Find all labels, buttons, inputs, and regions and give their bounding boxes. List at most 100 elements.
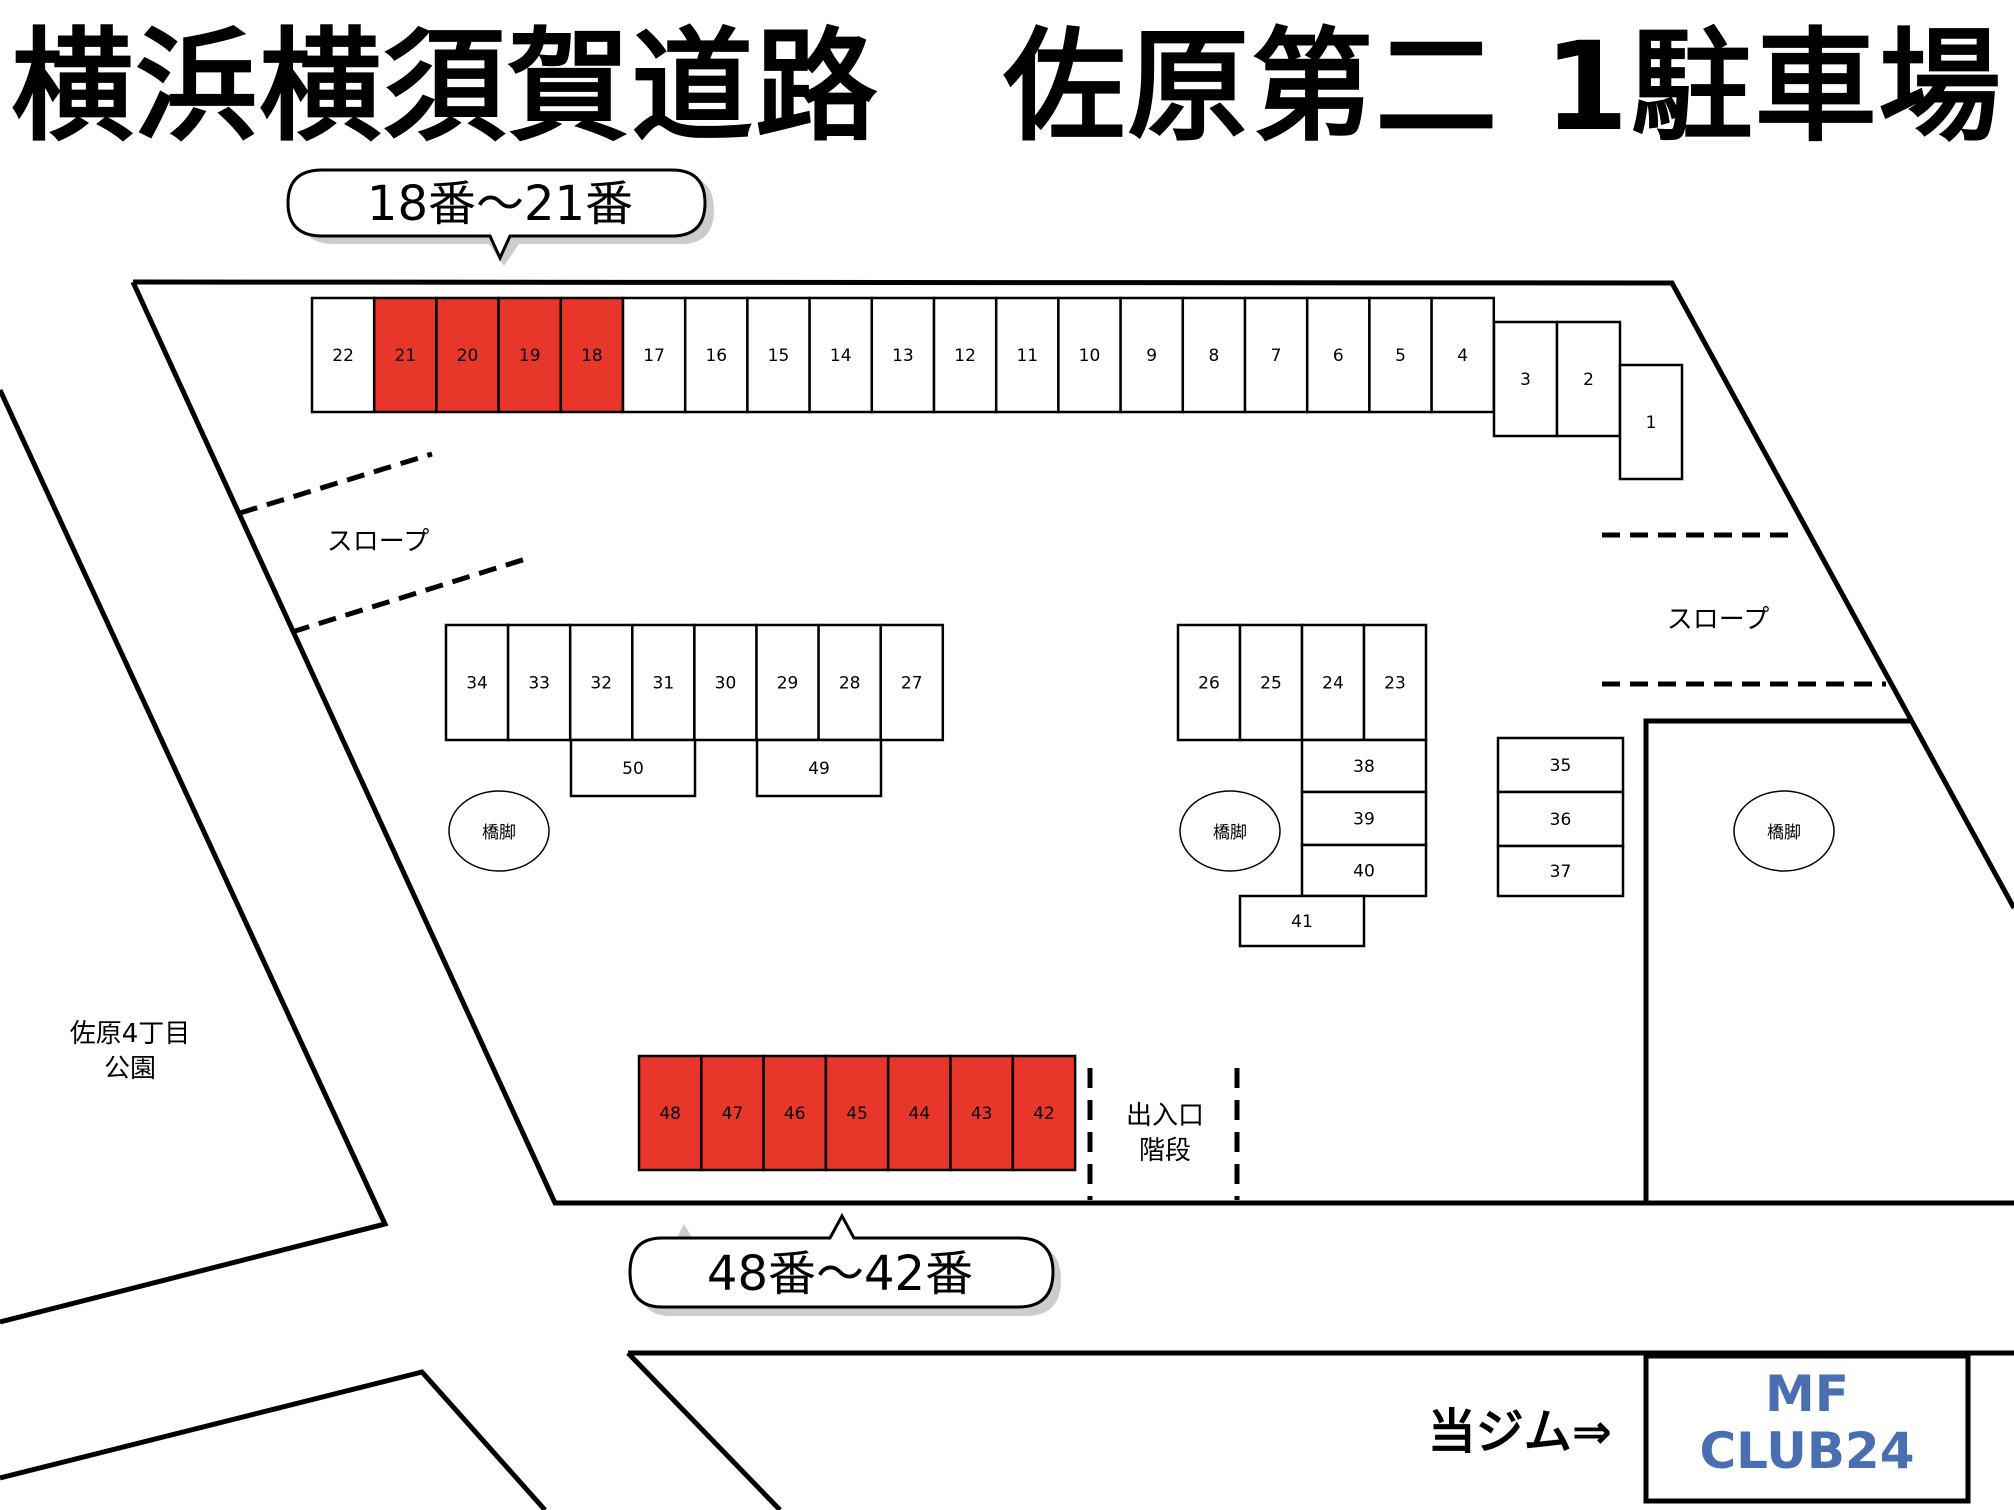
parking-space-number: 31 — [653, 674, 675, 694]
parking-space-45: 45 — [824, 1054, 890, 1172]
parking-space-number: 27 — [901, 674, 923, 694]
parking-space-number: 46 — [784, 1104, 806, 1124]
parking-space-box — [949, 1054, 1015, 1172]
parking-space-number: 44 — [909, 1104, 931, 1124]
parking-space-box — [1300, 843, 1428, 898]
parking-space-number: 9 — [1146, 346, 1157, 366]
parking-space-number: 17 — [643, 346, 665, 366]
parking-space-20: 20 — [435, 296, 500, 414]
pillar-label-3: 橋脚 — [1767, 823, 1801, 843]
parking-space-box — [506, 623, 572, 742]
parking-space-box — [444, 623, 510, 742]
parking-space-2: 2 — [1555, 320, 1622, 438]
slope-right-label: スロープ — [1667, 605, 1769, 635]
parking-space-40: 40 — [1300, 843, 1428, 898]
parking-space-10: 10 — [1057, 296, 1122, 414]
parking-space-box — [1305, 296, 1371, 414]
gym-box — [1643, 1353, 1971, 1504]
parking-space-number: 35 — [1550, 756, 1572, 776]
parking-space-number: 45 — [846, 1104, 868, 1124]
parking-space-box — [886, 1054, 952, 1172]
parking-space-box — [879, 623, 945, 742]
parking-space-box — [631, 623, 696, 742]
parking-space-number: 13 — [892, 346, 914, 366]
parking-space-17: 17 — [621, 296, 687, 414]
parking-space-box — [1011, 1054, 1077, 1172]
callout-bottom-shape — [628, 1212, 1055, 1309]
road-bottom-diag — [626, 1351, 782, 1510]
pillars — [448, 790, 1835, 872]
parking-space-3: 3 — [1492, 320, 1559, 438]
parking-space-46: 46 — [762, 1054, 828, 1172]
parking-space-box — [568, 623, 634, 742]
parking-space-box — [372, 296, 438, 414]
parking-space-6: 6 — [1305, 296, 1371, 414]
parking-space-number: 47 — [722, 1104, 744, 1124]
parking-space-1: 1 — [1618, 363, 1684, 481]
parking-space-number: 32 — [590, 674, 612, 694]
parking-space-number: 23 — [1384, 674, 1406, 694]
gym-pointer-label: 当ジム⇒ — [1428, 1404, 1612, 1460]
parking-space-30: 30 — [693, 623, 758, 742]
parking-space-47: 47 — [700, 1054, 765, 1172]
parking-space-28: 28 — [817, 623, 882, 742]
parking-space-16: 16 — [683, 296, 749, 414]
parking-space-number: 4 — [1457, 346, 1468, 366]
callout-top-shape — [286, 168, 707, 262]
pillar-label-2: 橋脚 — [1213, 823, 1247, 843]
pillar-circle-3 — [1733, 790, 1835, 872]
parking-space-number: 42 — [1033, 1104, 1055, 1124]
map-labels: スロープ スロープ 橋脚 橋脚 橋脚 佐原4丁目 公園 出入口 階段 — [70, 527, 1801, 1166]
parking-space-49: 49 — [755, 738, 883, 798]
parking-space-23: 23 — [1362, 623, 1428, 742]
parking-space-number: 37 — [1550, 862, 1572, 882]
parking-space-12: 12 — [932, 296, 998, 414]
parking-space-43: 43 — [949, 1054, 1015, 1172]
gym-name-line2: CLUB24 — [1699, 1422, 1914, 1480]
parking-space-number: 6 — [1333, 346, 1344, 366]
parking-space-box — [621, 296, 687, 414]
parking-space-number: 26 — [1198, 674, 1220, 694]
gym: 当ジム⇒ MF CLUB24 — [1428, 1353, 1971, 1504]
parking-space-number: 8 — [1208, 346, 1219, 366]
parking-space-34: 34 — [444, 623, 510, 742]
parking-space-number: 11 — [1016, 346, 1038, 366]
parking-space-box — [755, 738, 883, 798]
parking-space-31: 31 — [631, 623, 696, 742]
parking-space-29: 29 — [755, 623, 820, 742]
parking-space-number: 10 — [1079, 346, 1101, 366]
parking-space-7: 7 — [1243, 296, 1309, 414]
parking-space-box — [1238, 623, 1304, 742]
parking-space-33: 33 — [506, 623, 572, 742]
parking-space-number: 21 — [394, 346, 416, 366]
parking-space-21: 21 — [372, 296, 438, 414]
parking-space-number: 25 — [1260, 674, 1282, 694]
parking-space-number: 50 — [622, 759, 644, 779]
parking-space-box — [808, 296, 874, 414]
parking-space-number: 36 — [1550, 810, 1572, 830]
slope-lines — [239, 451, 1886, 687]
parking-space-box — [569, 738, 697, 798]
parking-space-number: 18 — [581, 346, 603, 366]
parking-space-number: 43 — [971, 1104, 993, 1124]
parking-space-number: 40 — [1353, 862, 1375, 882]
slope-left-line-bottom — [291, 554, 533, 635]
parking-space-number: 7 — [1271, 346, 1282, 366]
parking-space-box — [817, 623, 882, 742]
parking-space-box — [310, 296, 376, 414]
parking-space-number: 19 — [519, 346, 541, 366]
callout-bottom-label: 48番〜42番 — [707, 1246, 973, 1302]
road-left-edge — [0, 388, 389, 1325]
parking-space-42: 42 — [1011, 1054, 1077, 1172]
parking-space-24: 24 — [1300, 623, 1366, 742]
parking-space-box — [1057, 296, 1122, 414]
entrance-label-line1: 出入口 — [1126, 1101, 1204, 1131]
parking-space-number: 14 — [830, 346, 852, 366]
parking-space-number: 38 — [1353, 757, 1375, 777]
parking-space-39: 39 — [1300, 790, 1428, 847]
pillar-circle-2 — [1179, 790, 1281, 872]
entrance-label-line2: 階段 — [1139, 1136, 1191, 1166]
